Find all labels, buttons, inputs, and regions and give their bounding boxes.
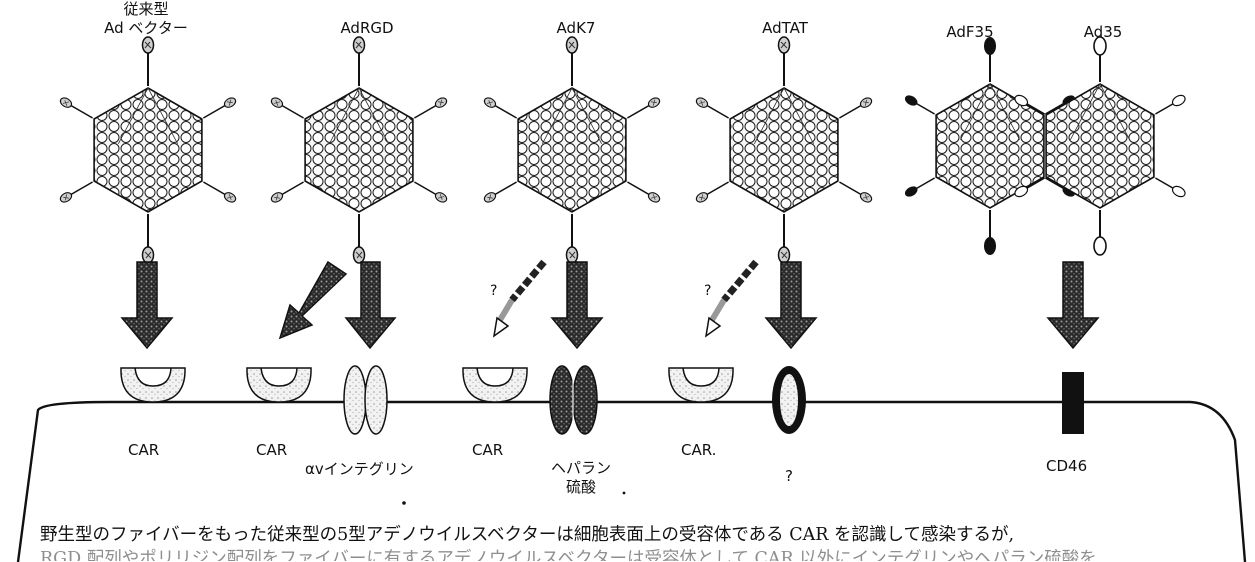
capsid-body	[1046, 84, 1154, 208]
caption-text: 野生型のファイバーをもった従来型の5型アデノウイルスベクターは細胞表面上の受容体…	[40, 523, 1240, 561]
fiber-knob	[1153, 93, 1187, 118]
receptor-label-heparan: ヘパラン 硫酸	[551, 459, 611, 497]
receptor-label-cd46: CD46	[1046, 457, 1087, 476]
fiber-knob	[59, 178, 95, 204]
fiber-knob	[1094, 37, 1106, 82]
fiber-knob	[903, 93, 937, 118]
fiber-knob	[201, 96, 237, 122]
car-receptor-3	[463, 368, 527, 402]
fiber-knob	[837, 178, 873, 204]
fiber-knob	[625, 96, 661, 122]
capsid-adk7	[483, 37, 662, 263]
fiber-knob	[59, 96, 95, 122]
caption-line-1: 野生型のファイバーをもった従来型の5型アデノウイルスベクターは細胞表面上の受容体…	[40, 523, 1240, 547]
vector-label-adrgd: AdRGD	[312, 19, 422, 38]
capsid-group	[59, 37, 1187, 263]
vector-label-adk7: AdK7	[521, 19, 631, 38]
question-mark-adtat: ?	[704, 283, 711, 299]
fiber-knob	[201, 178, 237, 204]
fiber-knob	[984, 210, 996, 255]
fiber-knob	[779, 214, 790, 263]
car-receptor-2	[247, 368, 311, 402]
fiber-knob	[143, 214, 154, 263]
receptor-label-car-2: CAR	[256, 441, 287, 460]
question-mark-adk7: ?	[490, 283, 497, 299]
arrow-diagonal-dashed-adtat	[706, 262, 756, 336]
fiber-knob	[779, 37, 790, 86]
capsid-body	[518, 88, 626, 212]
capsid-body	[730, 88, 838, 212]
fiber-knob	[412, 178, 448, 204]
fiber-knob	[270, 178, 306, 204]
arrow-down-adrgd	[346, 262, 395, 348]
arrow-diagonal-dashed-adk7	[494, 262, 544, 336]
fiber-knob	[695, 96, 731, 122]
capsid-adrgd	[270, 37, 449, 263]
fiber-knob	[1094, 210, 1106, 255]
capsid-adtat	[695, 37, 874, 263]
fiber-knob	[625, 178, 661, 204]
fiber-knob	[984, 37, 996, 82]
caption-line-2: RGD 配列やポリリジン配列をファイバーに有するアデノウイルスベクターは受容体と…	[40, 547, 1240, 561]
unknown-receptor	[772, 366, 806, 434]
vector-label-conventional: 従来型 Ad ベクター	[86, 0, 206, 38]
vector-label-line: Ad ベクター	[86, 19, 206, 38]
fiber-knob	[567, 214, 578, 263]
receptor-label-line: ヘパラン	[551, 459, 611, 478]
cd46-receptor	[1062, 372, 1084, 434]
receptor-label-car-4: CAR.	[681, 441, 716, 460]
receptor-label-line: 硫酸	[551, 478, 611, 497]
fiber-knob	[695, 178, 731, 204]
fiber-knob	[1153, 174, 1187, 199]
receptor-label-integrin: αvインテグリン	[305, 460, 414, 479]
fiber-knob	[354, 37, 365, 86]
arrow-down-conventional	[122, 262, 172, 348]
receptor-label-car-3: CAR	[472, 441, 503, 460]
fiber-knob	[270, 96, 306, 122]
vector-label-adf35: AdF35	[915, 23, 1025, 42]
vector-label-line: 従来型	[86, 0, 206, 19]
car-receptor-1	[121, 368, 185, 402]
car-receptor-4	[669, 368, 733, 402]
receptor-label-car-1: CAR	[128, 441, 159, 460]
fiber-knob	[483, 96, 519, 122]
vector-label-ad35: Ad35	[1048, 23, 1158, 42]
integrin-receptor	[344, 366, 387, 434]
stray-dot	[402, 501, 406, 505]
receptor-label-unknown: ?	[785, 467, 793, 486]
fiber-knob	[567, 37, 578, 86]
fiber-knob	[483, 178, 519, 204]
vector-label-adtat: AdTAT	[730, 19, 840, 38]
fiber-knob	[354, 214, 365, 263]
capsid-conventional	[59, 37, 238, 263]
arrow-down-adk7	[552, 262, 602, 348]
fiber-knob	[143, 37, 154, 86]
stray-dot	[623, 492, 626, 495]
arrow-down-adf35	[1048, 262, 1098, 348]
capsid-body	[94, 88, 202, 212]
heparan-sulfate-receptor	[550, 366, 597, 434]
arrow-down-adtat	[766, 262, 816, 348]
fiber-knob	[837, 96, 873, 122]
arrow-diagonal-adrgd	[280, 262, 346, 338]
fiber-knob	[412, 96, 448, 122]
fiber-knob	[903, 174, 937, 199]
capsid-body	[305, 88, 413, 212]
